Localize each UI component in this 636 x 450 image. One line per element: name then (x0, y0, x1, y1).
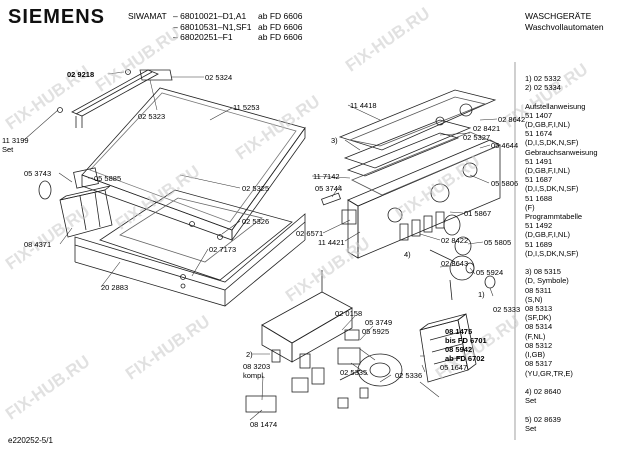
part-label: 11 4421 (318, 238, 345, 247)
part-label: 08 3203 (243, 362, 271, 371)
knob-left (38, 180, 52, 200)
part-label: 08 1475 (445, 327, 473, 336)
part-label: 02 5324 (205, 73, 233, 82)
part-label: 01 5867 (464, 209, 492, 218)
timer-assembly (429, 249, 475, 301)
part-label: 05 3743 (24, 169, 52, 178)
part-label: Set (2, 145, 14, 154)
callout: 1) (478, 290, 485, 299)
part-label: 11 7142 (313, 172, 340, 181)
part-label: 02 5327 (463, 133, 491, 142)
part-label: 08 1474 (250, 420, 278, 429)
part-label: 11 4418 (350, 101, 377, 110)
worktop (81, 87, 306, 242)
mount-bracket (261, 270, 353, 363)
part-label: 05 5924 (476, 268, 504, 277)
part-label: kompl. (243, 371, 266, 380)
program-strip (343, 119, 472, 177)
fd-3: ab FD 6606 (258, 32, 303, 42)
detergent-drawer (59, 167, 113, 238)
variant-2: – 68010531–N1,SF1 (173, 21, 252, 32)
fd-2: ab FD 6606 (258, 21, 303, 32)
part-label: 05 5805 (484, 238, 512, 247)
callout: 3) (331, 136, 338, 145)
timer-motor (339, 353, 403, 387)
part-label: 08 4371 (24, 240, 52, 249)
part-label: 02 7173 (209, 245, 237, 254)
callout: 4) (404, 250, 411, 259)
model-name: SIWAMAT (128, 11, 167, 21)
category: WASCHGERÄTE (525, 11, 592, 21)
part-label: 02 6571 (296, 229, 324, 238)
part-label: bis FD 6701 (445, 336, 487, 345)
part-label: ab FD 6702 (445, 354, 485, 363)
part-label: 05 4644 (491, 141, 519, 150)
callout: 2) (246, 350, 253, 359)
fd-1: ab FD 6606 (258, 11, 303, 21)
part-label: 05 5806 (491, 179, 519, 188)
control-panel (347, 131, 502, 259)
variant-1: – 68010021–D1,A1 (173, 11, 247, 21)
part-label: 05 5885 (94, 174, 122, 183)
hinge-rail (57, 69, 173, 128)
part-label: 02 5326 (242, 217, 270, 226)
part-label: 02 8643 (441, 259, 469, 268)
brand-logo: SIEMENS (8, 6, 106, 28)
part-label: 11 5253 (233, 103, 260, 112)
clips (180, 192, 369, 413)
part-label: 02 5333 (493, 305, 521, 314)
part-label: 02 5335 (340, 368, 368, 377)
part-label: 05 3744 (315, 184, 343, 193)
part-label: 08 5942 (445, 345, 473, 354)
part-label: 02 9218 (67, 70, 95, 79)
part-label: 02 5323 (138, 112, 166, 121)
part-label: 05 1647 (440, 363, 468, 372)
leader-lines (23, 71, 498, 421)
part-label: 02 8642 (498, 115, 526, 124)
doc-code: e220252-5/1 (8, 436, 53, 445)
part-label: 02 0158 (335, 309, 363, 318)
panel-cover (338, 89, 497, 151)
part-label: 02 8422 (441, 236, 469, 245)
part-label: 02 5325 (242, 184, 270, 193)
part-label: 02 8421 (473, 124, 501, 133)
part-label: 05 3749 (365, 318, 393, 327)
cabinet-frame (74, 189, 306, 307)
part-label: 05 5925 (362, 327, 390, 336)
part-label: 20 2883 (101, 283, 129, 292)
variant-3: – 68020251–F1 (173, 32, 233, 42)
part-label: 11 3199 (2, 136, 29, 145)
program-module (419, 313, 477, 383)
part-label: 02 5336 (395, 371, 423, 380)
subcategory: Waschvollautomaten (525, 21, 604, 32)
door-lock (337, 329, 361, 365)
